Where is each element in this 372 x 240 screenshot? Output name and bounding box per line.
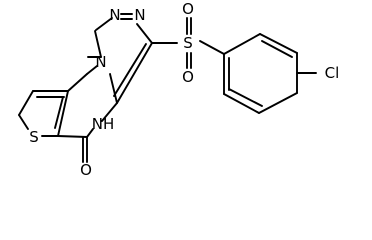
atom-label-bridgehead-nitrogen: N bbox=[95, 53, 106, 71]
atom-label-chlorine: Cl bbox=[325, 64, 340, 82]
chemical-structure-diagram: S N N N S O O NH O Cl bbox=[18, 0, 339, 179]
atom-label-triazole-nitrogen-1: N bbox=[109, 6, 120, 24]
bond-lines bbox=[18, 13, 317, 163]
atom-label-sulfonyl-oxygen-top: O bbox=[182, 0, 194, 18]
atom-label-ring-nh: NH bbox=[92, 115, 115, 133]
atom-label-triazole-nitrogen-2: N bbox=[134, 6, 145, 24]
atom-labels: S N N N S O O NH O Cl bbox=[29, 0, 339, 179]
atom-label-sulfonyl-sulfur: S bbox=[183, 34, 193, 52]
atom-label-sulfonyl-oxygen-bottom: O bbox=[182, 68, 194, 86]
atom-label-carbonyl-oxygen: O bbox=[80, 161, 92, 179]
atom-label-thiophene-sulfur: S bbox=[29, 128, 39, 146]
